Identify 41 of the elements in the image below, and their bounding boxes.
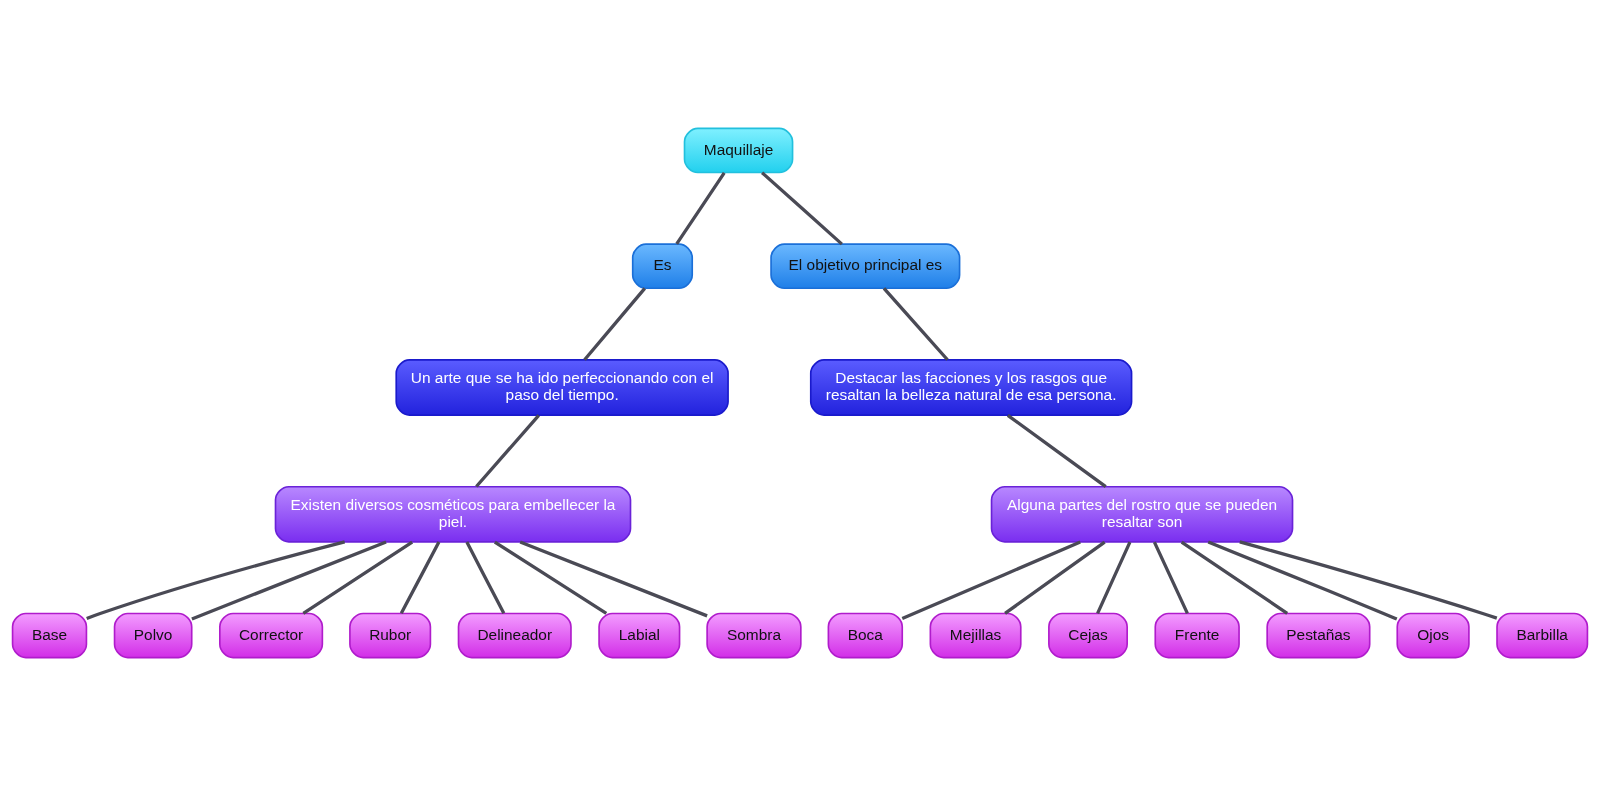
connector	[761, 171, 843, 246]
connector	[583, 287, 647, 361]
node-box: Sombra	[706, 612, 802, 659]
connector	[901, 540, 1081, 621]
node-box: Pestañas	[1266, 612, 1371, 659]
connector	[465, 541, 506, 615]
node-box: Polvo	[113, 612, 193, 659]
connector	[493, 540, 608, 615]
node-box: Barbilla	[1496, 612, 1589, 659]
connector	[675, 172, 726, 245]
node-box: Maquillaje	[683, 127, 794, 174]
connector	[1207, 540, 1398, 621]
connector	[1239, 540, 1498, 620]
node-box: Delineador	[457, 612, 572, 659]
connector	[302, 540, 414, 615]
node-box: Rubor	[349, 612, 432, 659]
connector	[882, 287, 949, 361]
node-box: Destacar las facciones y los rasgos que resaltan la belleza natural de esa persona.	[809, 359, 1133, 416]
node-box: Alguna partes del rostro que se pueden resaltar son	[990, 485, 1294, 543]
connector	[191, 540, 387, 621]
connector	[519, 540, 708, 618]
connector	[1004, 540, 1106, 615]
connector	[399, 541, 441, 615]
node-box: Labial	[598, 612, 681, 659]
node-box: Boca	[827, 612, 904, 659]
node-box: Es	[631, 243, 694, 290]
connector	[86, 540, 346, 620]
node-box: Un arte que se ha ido perfeccionando con el paso del tiempo.	[395, 359, 729, 416]
node-box: Ojos	[1396, 612, 1470, 659]
node-box: Cejas	[1048, 612, 1128, 659]
connector	[475, 414, 540, 488]
connector	[1152, 541, 1189, 615]
connector	[1006, 413, 1107, 489]
node-box: Frente	[1154, 612, 1240, 659]
connector	[1096, 541, 1132, 615]
node-box: Base	[11, 612, 88, 659]
node-box: Existen diversos cosméticos para embellecer la piel.	[274, 485, 632, 543]
node-box: El objetivo principal es	[770, 243, 961, 290]
node-box: Mejillas	[929, 612, 1022, 659]
connector	[1180, 540, 1289, 615]
node-box: Corrector	[219, 612, 324, 659]
